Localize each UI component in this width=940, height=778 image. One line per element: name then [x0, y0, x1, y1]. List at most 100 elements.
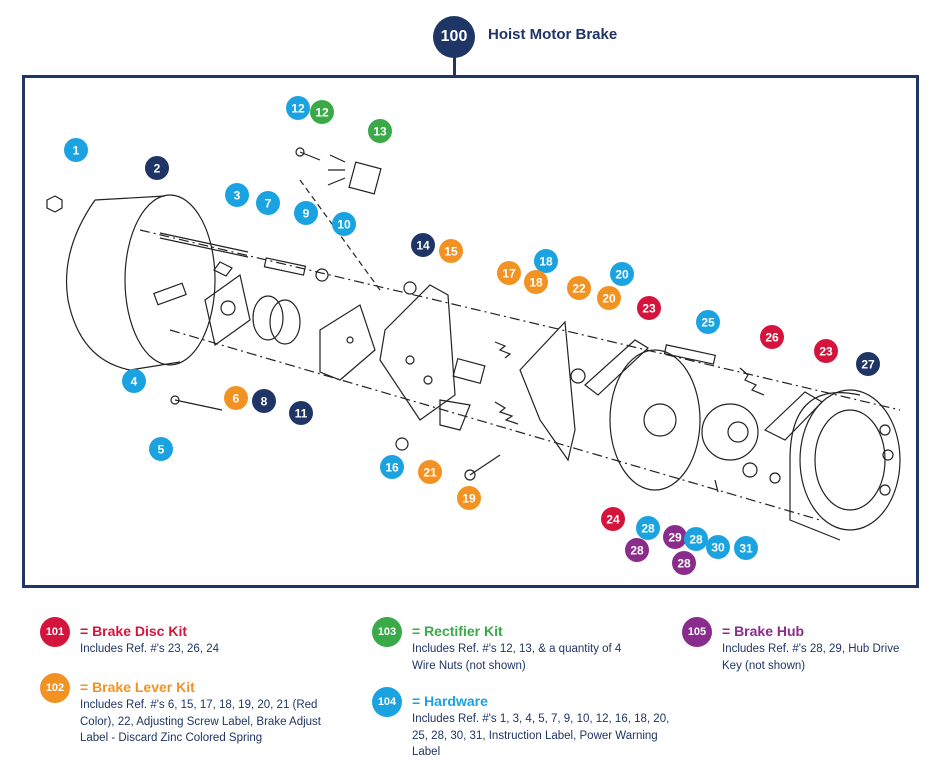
callout-circle [256, 191, 280, 215]
part-30-nut [742, 462, 758, 478]
callout-label: 18 [539, 255, 553, 269]
part-31-washer [769, 472, 781, 484]
callout-12: 12 [286, 96, 310, 120]
callout-label: 20 [615, 268, 629, 282]
legend-description: Includes Ref. #'s 23, 26, 24 [80, 643, 220, 655]
part-2-housing [65, 194, 216, 371]
callout-label: 17 [502, 267, 516, 281]
callout-circle [411, 233, 435, 257]
callout-26: 26 [760, 325, 784, 349]
part-17-cylinder [452, 357, 486, 385]
callout-circle [224, 386, 248, 410]
callout-label: 24 [606, 513, 620, 527]
part-4-plate [204, 273, 251, 347]
callout-18: 18 [534, 249, 558, 273]
callout-label: 30 [711, 541, 725, 555]
parts-drawing [46, 147, 901, 541]
legend-description: Includes Ref. #'s 28, 29, Hub Drive Key … [722, 643, 900, 672]
part-26-spring [739, 367, 765, 396]
callout-10: 10 [332, 212, 356, 236]
part-18-spring [494, 341, 512, 359]
part-29-hub [701, 403, 759, 461]
part-9-pin [263, 257, 307, 276]
legend-description: Includes Ref. #'s 12, 13, & a quantity o… [412, 643, 622, 672]
callout-22: 22 [567, 276, 591, 300]
callout-circle [625, 538, 649, 562]
callout-label: 21 [423, 466, 437, 480]
legend-badge: 102 [40, 673, 70, 703]
callout-label: 13 [373, 125, 387, 139]
callout-5: 5 [149, 437, 173, 461]
part-20-washer [570, 368, 586, 384]
diagram-frame [22, 75, 919, 588]
part-1-nut [46, 195, 63, 213]
callout-label: 28 [630, 544, 644, 558]
legend-description: Includes Ref. #'s 6, 15, 17, 18, 19, 20,… [80, 699, 321, 744]
callout-circle [310, 100, 334, 124]
part-12-screw [295, 147, 321, 161]
part-13-rectifier [327, 154, 382, 195]
callout-circle [332, 212, 356, 236]
part-19-screw [464, 454, 501, 481]
callout-30: 30 [706, 535, 730, 559]
callout-circle [418, 460, 442, 484]
callout-circle [856, 352, 880, 376]
legend-heading: = Rectifier Kit [412, 623, 503, 639]
callout-circle [760, 325, 784, 349]
callout-circle [380, 455, 404, 479]
legend-badge: 104 [372, 687, 402, 717]
callout-label: 10 [337, 218, 351, 232]
legend-heading: = Brake Disc Kit [80, 623, 187, 639]
callout-label: 23 [819, 345, 833, 359]
callout-label: 7 [265, 197, 272, 211]
callout-label: 6 [233, 392, 240, 406]
callout-23: 23 [814, 339, 838, 363]
callout-label: 15 [444, 245, 458, 259]
callout-label: 9 [303, 207, 310, 221]
callout-label: 18 [529, 276, 543, 290]
part-3-stud [159, 232, 249, 258]
callout-24: 24 [601, 507, 625, 531]
legend-badge: 103 [372, 617, 402, 647]
callout-circle [734, 536, 758, 560]
callout-12: 12 [310, 100, 334, 124]
callout-19: 19 [457, 486, 481, 510]
callout-16: 16 [380, 455, 404, 479]
callout-9: 9 [294, 201, 318, 225]
callout-circle [636, 516, 660, 540]
callout-label: 3 [234, 189, 241, 203]
callout-circle [145, 156, 169, 180]
callout-label: 31 [739, 542, 753, 556]
callout-21: 21 [418, 460, 442, 484]
part-23-link [584, 339, 649, 396]
callout-circle [672, 551, 696, 575]
callout-circle [122, 369, 146, 393]
callout-circle [534, 249, 558, 273]
callout-label: 8 [261, 395, 268, 409]
legend-heading: = Brake Lever Kit [80, 679, 195, 695]
part-21-spring [494, 401, 519, 425]
callout-circle [439, 239, 463, 263]
callout-28: 28 [625, 538, 649, 562]
callout-circle [610, 262, 634, 286]
part-21-lever [439, 399, 471, 431]
part-14-nut [403, 281, 417, 295]
callout-25: 25 [696, 310, 720, 334]
callout-7: 7 [256, 191, 280, 215]
callout-label: 27 [861, 358, 875, 372]
callout-1: 1 [64, 138, 88, 162]
callout-28: 28 [636, 516, 660, 540]
callout-circle [524, 270, 548, 294]
callout-27: 27 [856, 352, 880, 376]
part-16-nut [395, 437, 409, 451]
callout-circle [225, 183, 249, 207]
part-22-lever [519, 320, 576, 462]
callout-13: 13 [368, 119, 392, 143]
legend-heading: = Brake Hub [722, 623, 805, 639]
legend-heading: = Hardware [412, 693, 488, 709]
callout-29: 29 [663, 525, 687, 549]
part-25-pin [663, 344, 716, 365]
callout-label: 4 [131, 375, 138, 389]
